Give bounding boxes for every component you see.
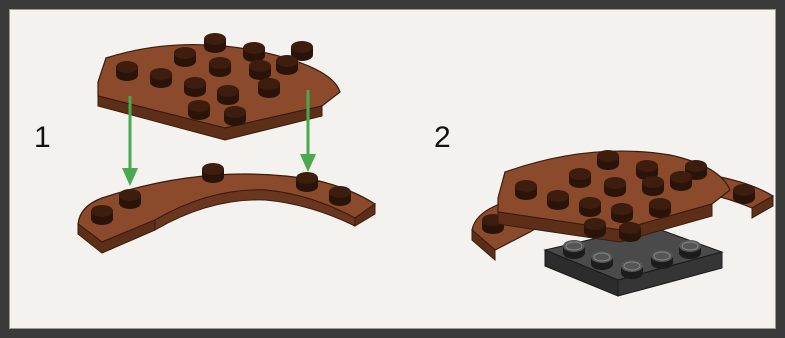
quarter-round-plate-step2	[498, 150, 730, 242]
quarter-round-plate-step1	[98, 33, 340, 140]
curved-arch-plate-step1	[78, 163, 375, 253]
instruction-panel: 1 2	[9, 9, 776, 329]
instruction-illustration	[10, 10, 777, 330]
